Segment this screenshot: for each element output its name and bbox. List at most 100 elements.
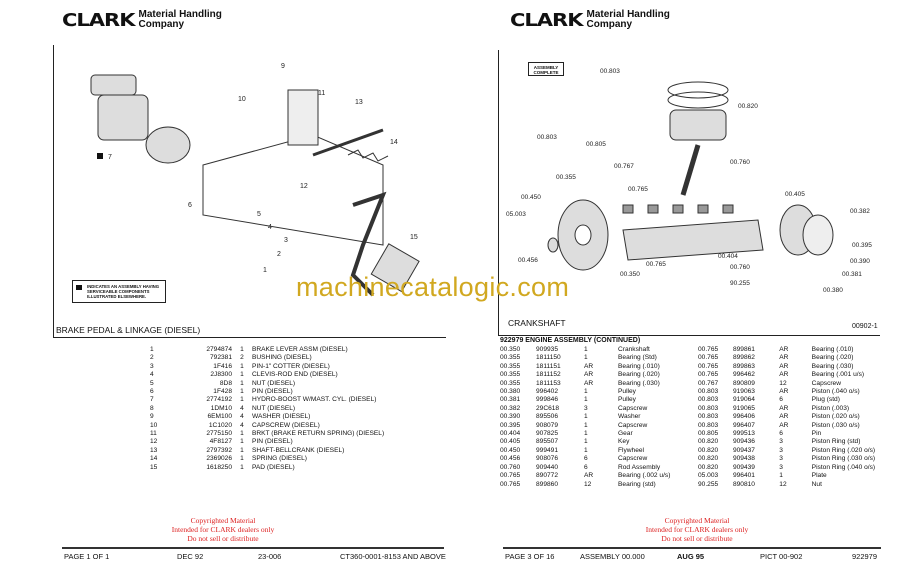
right-footer-assembly: ASSEMBLY 00.000 <box>580 552 645 561</box>
table-cell: Piston Ring (std) <box>811 438 861 446</box>
brake-pedal-diagram <box>90 74 420 297</box>
table-cell: 890810 <box>732 480 755 488</box>
left-footer-rule <box>62 547 444 549</box>
callout-label: 00.765 <box>628 186 648 193</box>
table-cell: WASHER (DIESEL) <box>252 413 311 421</box>
table-cell: 12 <box>584 480 592 488</box>
table-cell: 1811153 <box>536 379 561 387</box>
table-cell: 11 <box>150 430 157 438</box>
table-cell: Flywheel <box>618 446 645 454</box>
table-cell: AR <box>779 354 789 362</box>
table-cell: 909440 <box>536 463 559 471</box>
table-cell: Gear <box>618 430 633 438</box>
table-cell: BRKT (BRAKE RETURN SPRING) (DIESEL) <box>252 430 385 438</box>
table-cell: 999513 <box>732 430 755 438</box>
right-footer-date: AUG 95 <box>677 552 705 561</box>
callout-label: 15 <box>410 234 418 241</box>
table-cell: CAPSCREW (DIESEL) <box>252 421 320 429</box>
right-footer-number: 922979 <box>852 552 878 561</box>
table-cell: Bearing (.030) <box>811 362 854 370</box>
callout-label: 9 <box>281 63 285 70</box>
table-cell: 6 <box>584 455 588 463</box>
table-cell: 8D8 <box>219 379 232 387</box>
table-cell: 1 <box>240 446 244 454</box>
table-cell: Pulley <box>618 388 636 396</box>
table-cell: 00.405 <box>500 438 521 446</box>
table-cell: 7 <box>150 396 154 404</box>
callout-label: 7 <box>108 154 112 161</box>
table-cell: HYDRO-BOOST W/MAST. CYL. (DIESEL) <box>252 396 377 404</box>
table-cell: 895507 <box>536 438 559 446</box>
crankshaft-diagram <box>547 81 834 271</box>
table-cell: AR <box>779 362 789 370</box>
table-cell: 919064 <box>732 396 755 404</box>
clark-logo: CLARK <box>62 9 135 31</box>
table-cell: 12 <box>779 379 787 387</box>
callout-label: 00.390 <box>850 258 870 265</box>
table-cell: Bearing (std) <box>618 480 656 488</box>
table-cell: 899860 <box>536 480 559 488</box>
table-cell: PIN (DIESEL) <box>252 388 293 396</box>
table-cell: 1 <box>584 354 588 362</box>
callout-label: 12 <box>300 183 308 190</box>
table-cell: 6 <box>584 463 588 471</box>
table-cell: 00.765 <box>500 480 521 488</box>
table-cell: 909935 <box>536 346 559 353</box>
table-cell: SPRING (DIESEL) <box>252 455 307 463</box>
table-cell: 6 <box>779 396 783 404</box>
left-diagram-frame <box>53 45 446 338</box>
table-cell: 00.765 <box>698 346 719 353</box>
table-cell: 1F416 <box>213 362 232 370</box>
copyright-line: Do not sell or distribute <box>187 534 259 543</box>
copyright-line: Copyrighted Material <box>190 516 256 525</box>
left-diagram-title: BRAKE PEDAL & LINKAGE (DIESEL) <box>56 325 201 335</box>
callout-label: 11 <box>318 90 326 97</box>
callout-label: 00.767 <box>614 163 634 170</box>
table-cell: 996406 <box>732 413 755 421</box>
callout-label: 00.456 <box>518 257 538 264</box>
table-cell: 1 <box>240 346 244 353</box>
callout-label: 00.395 <box>852 242 872 249</box>
right-footer-pict: PICT 00-902 <box>760 552 803 561</box>
table-cell: 00.456 <box>500 455 521 463</box>
table-cell: AR <box>779 371 789 379</box>
callout-label: 6 <box>188 202 192 209</box>
table-cell: Bearing (.030) <box>618 379 660 387</box>
table-cell: Capscrew <box>811 379 841 387</box>
table-cell: AR <box>779 346 789 353</box>
table-cell: 00.381 <box>500 396 521 404</box>
callout-label: 00.380 <box>823 287 843 294</box>
table-cell: 909438 <box>732 455 755 463</box>
table-cell: 00.803 <box>698 396 719 404</box>
table-cell: Bearing (.002 u/s) <box>618 472 671 480</box>
table-cell: 1618250 <box>206 463 232 471</box>
table-cell: Piston (.040 o/s) <box>811 388 860 396</box>
copyright-line: Intended for CLARK dealers only <box>171 525 275 534</box>
table-cell: 00.803 <box>698 413 719 421</box>
clark-logo: CLARK <box>510 9 583 31</box>
table-cell: 2774192 <box>206 396 232 404</box>
callout-label: 00.381 <box>842 271 862 278</box>
table-cell: 899863 <box>732 362 755 370</box>
table-cell: 5 <box>150 379 154 387</box>
callout-label: 00.350 <box>620 271 640 278</box>
table-cell: 890809 <box>732 379 755 387</box>
table-cell: 4 <box>240 421 244 429</box>
